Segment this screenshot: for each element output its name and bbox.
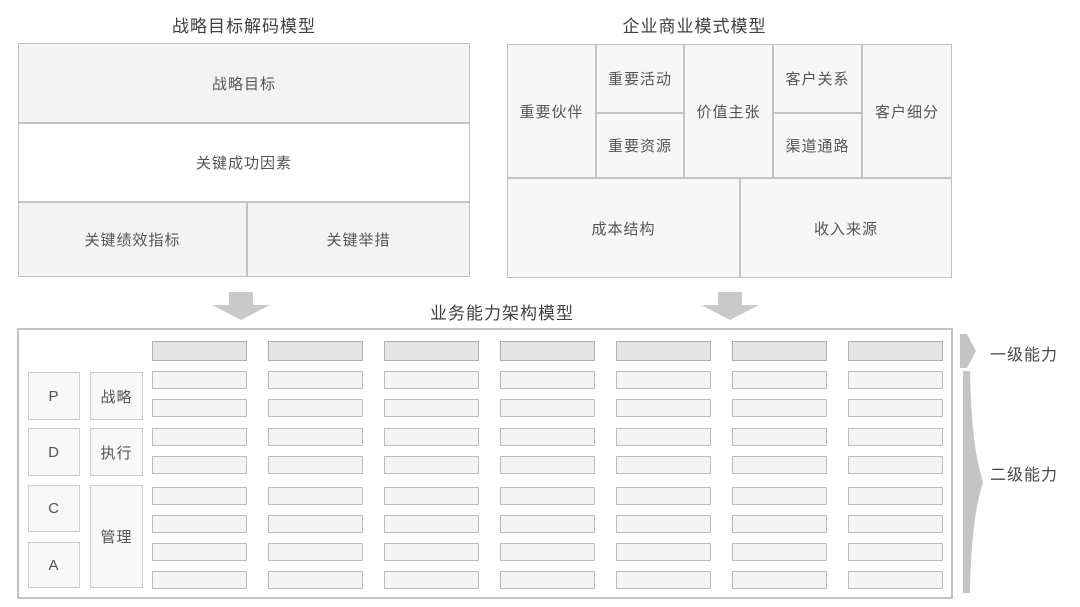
capability-level2-box xyxy=(732,515,827,533)
capability-level1-box xyxy=(268,341,363,361)
capability-level2-box xyxy=(848,371,943,389)
capability-level2-box xyxy=(616,515,711,533)
pdca-d-box: D xyxy=(28,428,80,476)
level1-capability-label: 一级能力 xyxy=(990,347,1059,364)
capability-level2-box xyxy=(268,456,363,474)
customer-relationships-cell: 客户关系 xyxy=(773,44,862,113)
strategy-model-title: 战略目标解码模型 xyxy=(172,17,316,36)
kpi-cell: 关键绩效指标 xyxy=(18,202,247,277)
capability-level2-box xyxy=(268,543,363,561)
capability-level2-box xyxy=(616,428,711,446)
capability-level2-box xyxy=(616,571,711,589)
capability-level2-box xyxy=(848,428,943,446)
business-model-title: 企业商业模式模型 xyxy=(622,17,767,36)
pdca-a-box: A xyxy=(28,542,80,588)
capability-level2-box xyxy=(152,515,247,533)
capability-level2-box xyxy=(848,487,943,505)
band-execution-box: 执行 xyxy=(90,428,143,476)
band-strategy-box: 战略 xyxy=(90,372,143,420)
capability-level2-box xyxy=(268,571,363,589)
capability-level2-box xyxy=(268,515,363,533)
band-management-box: 管理 xyxy=(90,485,143,588)
capability-level2-box xyxy=(732,399,827,417)
capability-level2-box xyxy=(616,487,711,505)
capability-level2-box xyxy=(152,456,247,474)
capability-level1-box xyxy=(500,341,595,361)
capability-level2-box xyxy=(732,543,827,561)
capability-level2-box xyxy=(500,399,595,417)
capability-level2-box xyxy=(384,515,479,533)
capability-level1-box xyxy=(152,341,247,361)
capability-level2-box xyxy=(384,456,479,474)
key-initiatives-cell: 关键举措 xyxy=(247,202,470,277)
capability-level1-box xyxy=(848,341,943,361)
down-arrow-icon xyxy=(701,292,759,320)
capability-level2-box xyxy=(500,371,595,389)
capability-level2-box xyxy=(384,371,479,389)
capability-level2-box xyxy=(268,399,363,417)
capability-level2-box xyxy=(268,487,363,505)
capability-level2-box xyxy=(384,487,479,505)
capability-level2-box xyxy=(848,543,943,561)
strategic-goal-cell: 战略目标 xyxy=(18,43,470,123)
capability-level2-box xyxy=(500,543,595,561)
capability-level2-box xyxy=(152,371,247,389)
capability-model-title: 业务能力架构模型 xyxy=(430,304,574,323)
strategy-model: 战略目标 关键成功因素 关键绩效指标 关键举措 xyxy=(18,43,470,277)
business-model-canvas: 重要伙伴 重要活动 重要资源 价值主张 客户关系 渠道通路 客户细分 成本结构 … xyxy=(507,44,952,278)
capability-level2-box xyxy=(384,428,479,446)
capability-level2-box xyxy=(616,371,711,389)
capability-level2-box xyxy=(500,571,595,589)
capability-level2-box xyxy=(616,456,711,474)
capability-level2-box xyxy=(848,515,943,533)
capability-level2-box xyxy=(384,543,479,561)
capability-level2-box xyxy=(616,399,711,417)
down-arrow-icon xyxy=(212,292,270,320)
capability-level2-box xyxy=(152,487,247,505)
key-activities-cell: 重要活动 xyxy=(596,44,684,113)
pdca-c-box: C xyxy=(28,485,80,532)
cost-structure-cell: 成本结构 xyxy=(507,178,740,278)
capability-level2-box xyxy=(152,428,247,446)
capability-level2-box xyxy=(616,543,711,561)
capability-model: P D C A 战略 执行 管理 xyxy=(17,328,953,599)
capability-level2-box xyxy=(384,571,479,589)
capability-level2-box xyxy=(268,371,363,389)
key-success-factors-cell: 关键成功因素 xyxy=(18,123,470,202)
level1-pointer-icon xyxy=(960,334,976,368)
capability-level2-box xyxy=(732,371,827,389)
capability-level1-box xyxy=(384,341,479,361)
capability-level2-box xyxy=(848,456,943,474)
level2-pointer-icon xyxy=(963,371,983,593)
capability-level2-box xyxy=(384,399,479,417)
capability-level1-box xyxy=(732,341,827,361)
capability-level2-box xyxy=(152,543,247,561)
capability-level2-box xyxy=(152,399,247,417)
capability-level2-box xyxy=(268,428,363,446)
revenue-streams-cell: 收入来源 xyxy=(740,178,952,278)
value-proposition-cell: 价值主张 xyxy=(684,44,773,178)
capability-level2-box xyxy=(500,487,595,505)
key-resources-cell: 重要资源 xyxy=(596,113,684,178)
capability-level2-box xyxy=(732,487,827,505)
key-partners-cell: 重要伙伴 xyxy=(507,44,596,178)
customer-segments-cell: 客户细分 xyxy=(862,44,952,178)
capability-level2-box xyxy=(500,456,595,474)
capability-level2-box xyxy=(732,571,827,589)
capability-level2-box xyxy=(848,399,943,417)
capability-level2-box xyxy=(732,428,827,446)
capability-level1-box xyxy=(616,341,711,361)
capability-level2-box xyxy=(152,571,247,589)
capability-level2-box xyxy=(500,515,595,533)
pdca-p-box: P xyxy=(28,372,80,420)
capability-level2-box xyxy=(500,428,595,446)
capability-level2-box xyxy=(848,571,943,589)
capability-level2-box xyxy=(732,456,827,474)
level2-capability-label: 二级能力 xyxy=(990,467,1059,484)
channels-cell: 渠道通路 xyxy=(773,113,862,178)
